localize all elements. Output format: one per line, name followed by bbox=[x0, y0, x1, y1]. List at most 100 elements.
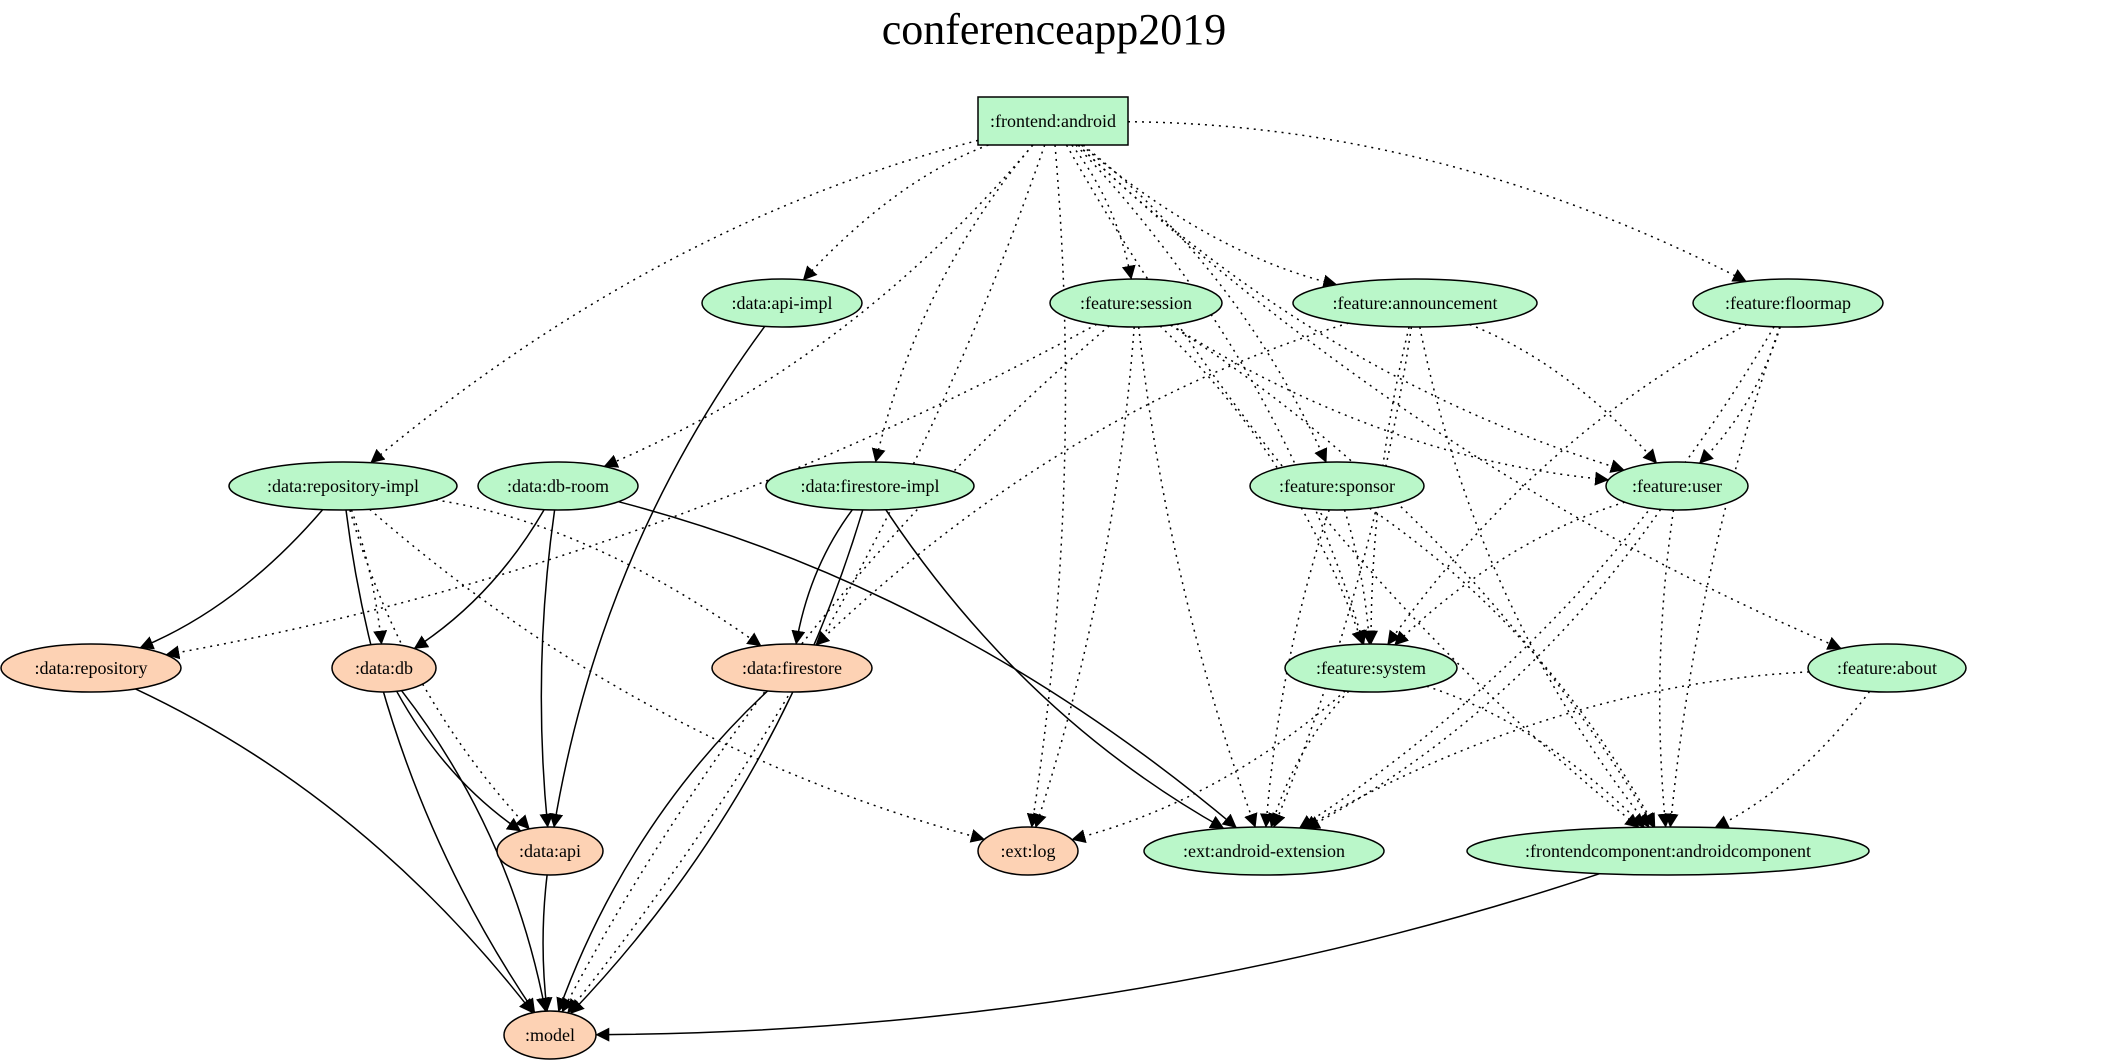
edge-feature-session-to-ext-android-extension bbox=[1137, 326, 1258, 828]
edge-feature-about-to-ext-android-extension bbox=[1302, 671, 1810, 829]
node-feature-announcement: :feature:announcement bbox=[1292, 278, 1538, 328]
node-ext-android-extension-shape bbox=[1143, 826, 1385, 876]
node-feature-session-shape bbox=[1049, 278, 1223, 328]
edge-feature-system-to-frontendcomponent-androidcomponent bbox=[1426, 685, 1645, 828]
node-data-repository-impl-shape bbox=[228, 461, 458, 511]
edge-feature-session-to-feature-user bbox=[1170, 324, 1610, 486]
node-frontendcomponent-androidcomponent-label: :frontendcomponent:androidcomponent bbox=[1525, 841, 1811, 861]
node-feature-about-label: :feature:about bbox=[1837, 658, 1937, 678]
edge-data-db-room-to-ext-android-extension bbox=[618, 500, 1237, 829]
node-data-api-impl: :data:api-impl bbox=[701, 278, 863, 328]
node-ext-android-extension-label: :ext:android-extension bbox=[1183, 841, 1345, 861]
edge-feature-session-to-frontendcomponent-androidcomponent bbox=[1169, 324, 1655, 828]
node-data-api-impl-shape bbox=[701, 278, 863, 328]
edge-frontend-android-to-feature-system bbox=[1075, 144, 1367, 645]
edge-feature-session-to-model bbox=[561, 325, 1110, 1013]
node-data-firestore-impl: :data:firestore-impl bbox=[765, 461, 975, 511]
node-data-api-impl-label: :data:api-impl bbox=[732, 293, 833, 313]
node-data-db-room-label: :data:db-room bbox=[507, 476, 609, 496]
edge-feature-sponsor-to-frontendcomponent-androidcomponent bbox=[1369, 507, 1656, 828]
edge-feature-user-to-ext-android-extension bbox=[1305, 508, 1662, 830]
edge-frontend-android-to-data-api-impl bbox=[802, 144, 989, 281]
edge-feature-announcement-to-feature-user bbox=[1469, 323, 1658, 464]
edge-frontend-android-to-feature-about bbox=[1077, 144, 1842, 650]
node-feature-user: :feature:user bbox=[1605, 461, 1749, 511]
node-feature-system: :feature:system bbox=[1284, 643, 1458, 693]
node-data-db-label: :data:db bbox=[355, 658, 413, 678]
node-data-firestore-impl-shape bbox=[765, 461, 975, 511]
node-data-db-room-shape bbox=[477, 461, 639, 511]
edge-data-firestore-impl-to-model bbox=[569, 509, 864, 1015]
node-frontendcomponent-androidcomponent: :frontendcomponent:androidcomponent bbox=[1466, 826, 1870, 876]
edge-feature-floormap-to-feature-system bbox=[1387, 323, 1748, 646]
node-model-shape bbox=[503, 1010, 597, 1060]
edge-frontend-android-to-data-repository-impl bbox=[370, 139, 979, 464]
edge-feature-announcement-to-ext-android-extension bbox=[1272, 326, 1413, 828]
node-feature-sponsor-shape bbox=[1249, 461, 1425, 511]
edge-data-firestore-impl-to-ext-android-extension bbox=[885, 509, 1225, 830]
node-feature-announcement-label: :feature:announcement bbox=[1333, 293, 1498, 313]
node-data-firestore: :data:firestore bbox=[711, 643, 873, 693]
edge-data-repository-impl-to-data-db bbox=[350, 509, 388, 645]
edge-data-firestore-to-model bbox=[556, 690, 769, 1013]
node-feature-about-shape bbox=[1807, 643, 1967, 693]
node-data-firestore-label: :data:firestore bbox=[742, 658, 842, 678]
node-data-repository-impl-label: :data:repository-impl bbox=[267, 476, 419, 496]
edge-data-api-impl-to-data-api bbox=[549, 325, 766, 828]
node-data-api: :data:api bbox=[496, 826, 604, 876]
edge-data-repository-impl-to-data-api bbox=[349, 509, 530, 830]
node-feature-sponsor: :feature:sponsor bbox=[1249, 461, 1425, 511]
graph-title: conferenceapp2019 bbox=[882, 5, 1226, 54]
edge-feature-floormap-to-feature-user bbox=[1698, 326, 1782, 464]
node-data-repository: :data:repository bbox=[0, 643, 182, 693]
edge-data-firestore-impl-to-data-firestore bbox=[791, 509, 854, 645]
node-data-db-shape bbox=[331, 643, 437, 693]
edge-feature-user-to-frontendcomponent-androidcomponent bbox=[1657, 509, 1675, 828]
edge-frontend-android-to-feature-session bbox=[1071, 144, 1136, 280]
node-frontend-android-shape bbox=[977, 96, 1129, 146]
node-ext-android-extension: :ext:android-extension bbox=[1143, 826, 1385, 876]
nodes-layer: :frontend:android :data:api-impl :feature:… bbox=[0, 96, 1967, 1060]
node-model: :model bbox=[503, 1010, 597, 1060]
node-data-firestore-shape bbox=[711, 643, 873, 693]
edge-feature-session-to-ext-log bbox=[1033, 326, 1135, 828]
node-feature-about: :feature:about bbox=[1807, 643, 1967, 693]
node-feature-floormap-shape bbox=[1692, 278, 1884, 328]
node-feature-floormap: :feature:floormap bbox=[1692, 278, 1884, 328]
node-data-db: :data:db bbox=[331, 643, 437, 693]
node-feature-sponsor-label: :feature:sponsor bbox=[1279, 476, 1395, 496]
edge-feature-floormap-to-ext-android-extension bbox=[1298, 326, 1775, 829]
edge-frontendcomponent-androidcomponent-to-model bbox=[595, 872, 1601, 1042]
edge-frontend-android-to-model bbox=[567, 144, 1046, 1014]
node-data-firestore-impl-label: :data:firestore-impl bbox=[801, 476, 940, 496]
edge-data-db-room-to-data-api bbox=[539, 509, 556, 828]
node-ext-log-label: :ext:log bbox=[1001, 841, 1056, 861]
edge-feature-sponsor-to-feature-system bbox=[1343, 509, 1376, 645]
edge-data-repository-impl-to-model bbox=[345, 509, 536, 1013]
node-feature-session-label: :feature:session bbox=[1080, 293, 1192, 313]
node-data-api-label: :data:api bbox=[519, 841, 581, 861]
node-feature-user-shape bbox=[1605, 461, 1749, 511]
node-data-api-shape bbox=[496, 826, 604, 876]
node-data-repository-label: :data:repository bbox=[35, 658, 148, 678]
edge-frontend-android-to-data-db-room bbox=[603, 144, 1034, 468]
edge-frontend-android-to-data-firestore-impl bbox=[871, 144, 1034, 463]
edge-data-repository-to-model bbox=[135, 688, 534, 1014]
edge-feature-user-to-feature-system bbox=[1394, 501, 1625, 646]
edge-feature-session-to-feature-system bbox=[1159, 325, 1365, 645]
node-feature-session: :feature:session bbox=[1049, 278, 1223, 328]
node-feature-floormap-label: :feature:floormap bbox=[1725, 293, 1851, 313]
edge-data-db-room-to-data-db bbox=[413, 509, 545, 650]
node-ext-log-shape bbox=[977, 826, 1079, 876]
node-frontend-android-label: :frontend:android bbox=[990, 111, 1116, 131]
edge-feature-about-to-frontendcomponent-androidcomponent bbox=[1714, 690, 1871, 829]
edge-frontend-android-to-ext-log bbox=[1026, 144, 1067, 828]
edge-data-repository-impl-to-data-repository bbox=[139, 509, 324, 650]
node-feature-user-label: :feature:user bbox=[1632, 476, 1722, 496]
edge-frontend-android-to-feature-floormap bbox=[1127, 120, 1747, 283]
node-data-db-room: :data:db-room bbox=[477, 461, 639, 511]
edge-data-repository-impl-to-data-firestore bbox=[435, 499, 762, 647]
edge-feature-system-to-ext-log bbox=[1071, 690, 1346, 844]
node-feature-announcement-shape bbox=[1292, 278, 1538, 328]
